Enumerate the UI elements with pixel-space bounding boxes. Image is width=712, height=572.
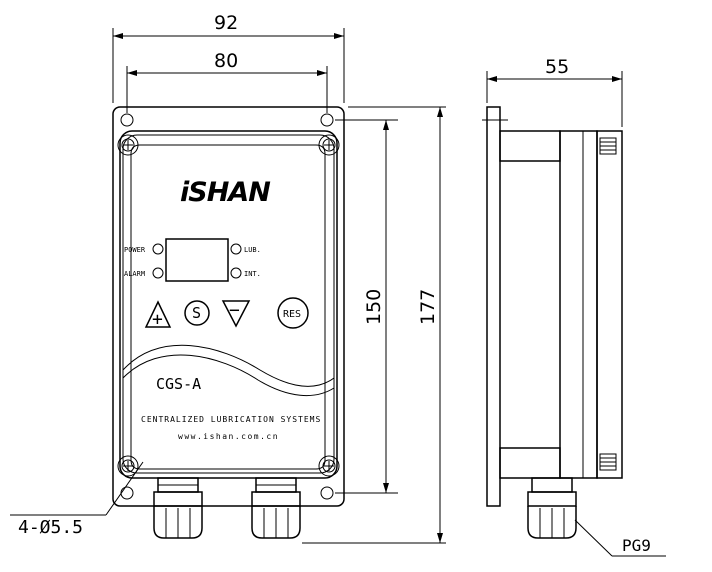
dimension-overall-height: 177	[302, 106, 446, 544]
mounting-hole-top-left	[120, 113, 134, 127]
wave-divider-lower	[122, 354, 335, 397]
indicator-lub-led	[230, 243, 242, 255]
side-view	[486, 106, 623, 539]
res-button: RES	[277, 297, 309, 329]
cable-gland-left	[153, 477, 203, 539]
indicator-alarm-label: ALARM	[124, 270, 145, 278]
website-text: www.ishan.com.cn	[178, 432, 279, 441]
face-panel-outline	[122, 134, 335, 474]
screw-top-left-icon	[117, 134, 139, 156]
svg-text:150: 150	[363, 289, 385, 325]
indicator-int-label: INT.	[244, 270, 261, 278]
svg-text:PG9: PG9	[622, 536, 651, 555]
housing-outline	[119, 130, 338, 479]
dimension-hole-spacing-width: 80	[126, 50, 328, 113]
svg-text:92: 92	[214, 12, 238, 34]
indicator-int-led	[230, 267, 242, 279]
svg-text:−: −	[229, 300, 240, 321]
display-window	[165, 238, 229, 282]
svg-text:80: 80	[214, 50, 238, 72]
indicator-alarm-led	[152, 267, 164, 279]
svg-text:S: S	[192, 304, 201, 322]
screw-bottom-right-icon	[318, 455, 340, 477]
svg-text:4-Ø5.5: 4-Ø5.5	[18, 517, 83, 538]
front-view: iSHAN POWER ALARM LUB. INT. + S − RES	[112, 106, 345, 539]
dimension-hole-spacing-height: 150	[335, 119, 398, 494]
brand-logo: iSHAN	[180, 177, 271, 208]
cable-gland-right	[251, 477, 301, 539]
side-screw-top-icon	[599, 137, 617, 155]
side-screw-bottom-icon	[599, 453, 617, 471]
callout-cable-gland: PG9	[574, 519, 666, 557]
mounting-hole-bottom-right	[320, 486, 334, 500]
mounting-flange-outline	[112, 106, 345, 507]
side-cable-gland	[527, 477, 577, 539]
indicator-power-led	[152, 243, 164, 255]
svg-text:55: 55	[545, 56, 569, 78]
product-description: CENTRALIZED LUBRICATION SYSTEMS	[141, 415, 321, 424]
svg-text:177: 177	[417, 289, 439, 325]
side-bracket-bottom	[499, 447, 561, 479]
dimension-overall-width: 92	[112, 12, 345, 103]
mounting-hole-top-right	[320, 113, 334, 127]
svg-text:RES: RES	[283, 309, 301, 320]
indicator-lub-label: LUB.	[244, 246, 261, 254]
side-body	[559, 130, 598, 479]
s-button: S	[184, 300, 210, 326]
plus-button: +	[144, 300, 172, 330]
svg-text:+: +	[152, 309, 163, 330]
dimension-depth: 55	[486, 56, 623, 127]
screw-bottom-left-icon	[117, 455, 139, 477]
side-bracket-top	[499, 130, 561, 162]
side-flange	[486, 106, 501, 507]
indicator-power-label: POWER	[124, 246, 146, 254]
side-cover	[596, 130, 623, 479]
wave-divider-upper	[122, 344, 335, 387]
mounting-hole-bottom-left	[120, 486, 134, 500]
model-name: CGS-A	[156, 375, 201, 393]
screw-top-right-icon	[318, 134, 340, 156]
callout-mounting-holes: 4-Ø5.5	[10, 461, 144, 538]
minus-button: −	[221, 300, 251, 328]
